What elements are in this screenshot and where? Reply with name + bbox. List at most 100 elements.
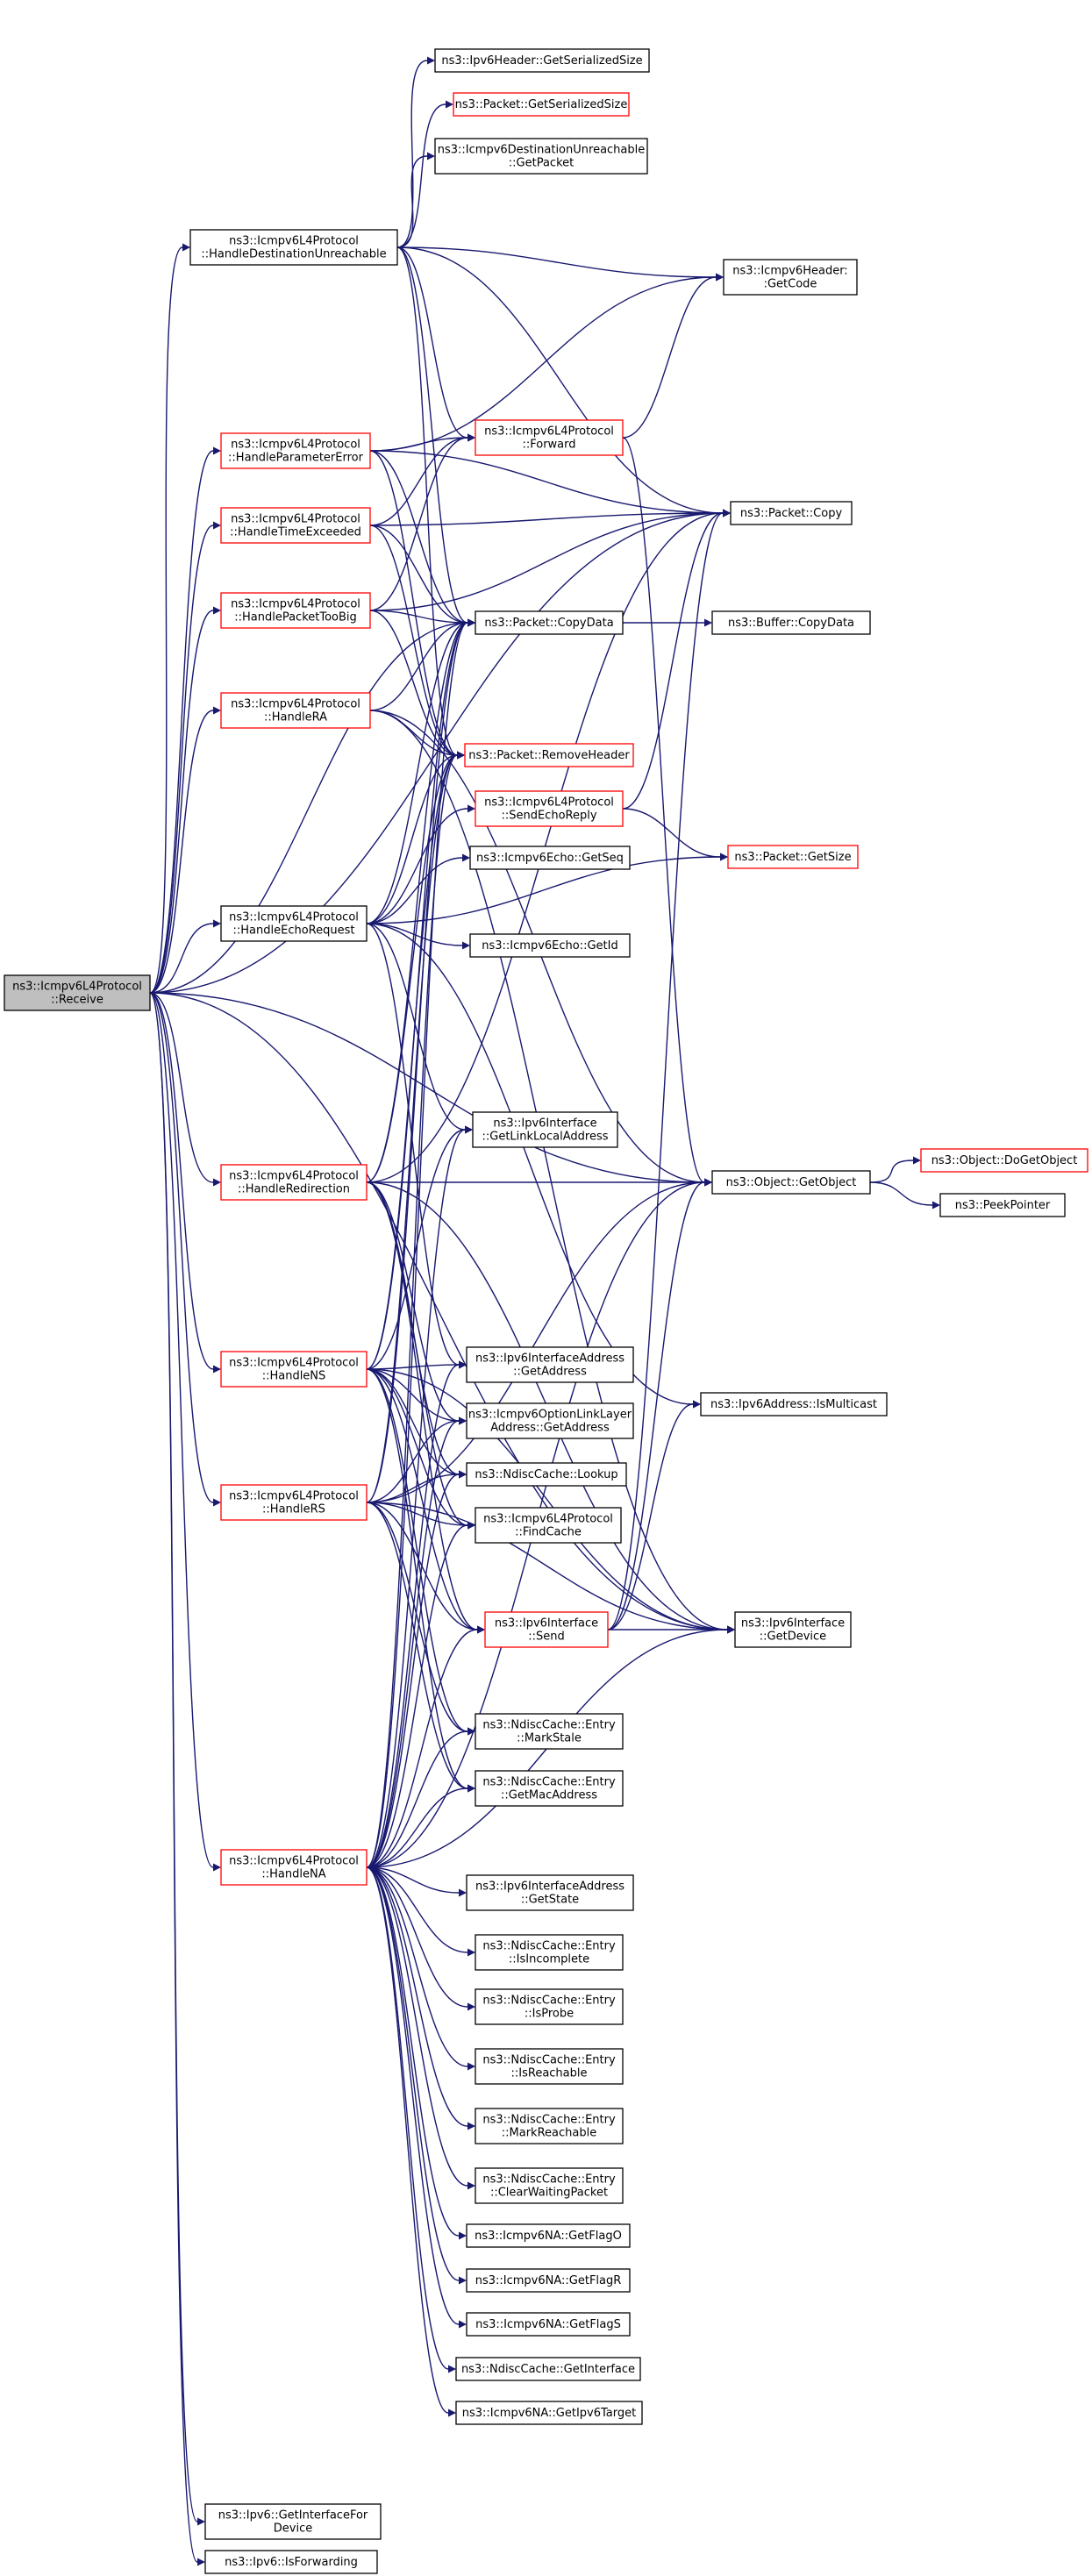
- node-forward[interactable]: ns3::Icmpv6L4Protocol::Forward: [475, 419, 624, 456]
- edge-receive-to-hred: [149, 992, 214, 1183]
- node-label-ifsend-1: ::Send: [528, 1631, 565, 1644]
- node-receive[interactable]: ns3::Icmpv6L4Protocol::Receive: [4, 974, 151, 1011]
- node-label-ipv6hdrsize-0: ns3::Ipv6Header::GetSerializedSize: [441, 54, 642, 68]
- node-isincomplete[interactable]: ns3::NdiscCache::Entry::IsIncomplete: [475, 1934, 624, 1971]
- node-box-hra: [220, 692, 371, 729]
- node-label-hdu-1: ::HandleDestinationUnreachable: [201, 248, 386, 261]
- node-markstale[interactable]: ns3::NdiscCache::Entry::MarkStale: [475, 1713, 624, 1750]
- arrowhead-receive-to-hns: [213, 1365, 221, 1374]
- node-echoseq[interactable]: ns3::Icmpv6Echo::GetSeq: [469, 846, 631, 870]
- node-pktsersize[interactable]: ns3::Packet::GetSerializedSize: [453, 92, 630, 117]
- node-clearwaiting[interactable]: ns3::NdiscCache::Entry::ClearWaitingPack…: [475, 2167, 624, 2204]
- node-copydata[interactable]: ns3::Packet::CopyData: [475, 610, 624, 635]
- edge-hred-to-copydata: [366, 622, 468, 1183]
- arrowhead-forward-to-getcode: [716, 273, 724, 282]
- edge-hdu-to-dugetpkt: [396, 155, 428, 248]
- node-hred[interactable]: ns3::Icmpv6L4Protocol::HandleRedirection: [220, 1164, 368, 1201]
- node-ipv6hdrsize[interactable]: ns3::Ipv6Header::GetSerializedSize: [434, 48, 650, 73]
- edge-hna-to-optlladdr: [366, 1420, 460, 1868]
- edge-hna-to-ndlookup: [366, 1474, 460, 1868]
- node-hdu[interactable]: ns3::Icmpv6L4Protocol::HandleDestination…: [189, 229, 398, 266]
- node-bufcopy[interactable]: ns3::Buffer::CopyData: [711, 610, 871, 635]
- node-isMulticast[interactable]: ns3::Ipv6Address::IsMulticast: [700, 1392, 888, 1416]
- edge-hrs-to-ndlookup: [366, 1474, 460, 1503]
- node-her[interactable]: ns3::Icmpv6L4Protocol::HandleEchoRequest: [220, 905, 368, 942]
- arrowhead-her-to-echoseq: [462, 853, 470, 862]
- node-dugetpkt[interactable]: ns3::Icmpv6DestinationUnreachable::GetPa…: [434, 138, 648, 175]
- node-markreachable[interactable]: ns3::NdiscCache::Entry::MarkReachable: [475, 2108, 624, 2144]
- arrowhead-hptb-to-forward: [467, 433, 475, 442]
- edge-hns-to-ifaddr: [366, 1364, 460, 1370]
- node-natarget[interactable]: ns3::Icmpv6NA::GetIpv6Target: [455, 2401, 643, 2425]
- node-box-markreachable: [475, 2108, 624, 2144]
- edge-hna-to-markreachable: [366, 1866, 468, 2127]
- arrowhead-getobject-to-dogetobj: [913, 1156, 921, 1165]
- node-removehdr[interactable]: ns3::Packet::RemoveHeader: [464, 743, 634, 767]
- node-getlla[interactable]: ns3::Ipv6Interface::GetLinkLocalAddress: [472, 1111, 618, 1148]
- node-pktsize[interactable]: ns3::Packet::GetSize: [727, 845, 859, 869]
- node-pktcopy[interactable]: ns3::Packet::Copy: [730, 501, 853, 525]
- node-ifaddr[interactable]: ns3::Ipv6InterfaceAddress::GetAddress: [466, 1346, 634, 1383]
- node-label-her-0: ns3::Icmpv6L4Protocol: [229, 911, 359, 924]
- edge-hptb-to-pktcopy: [369, 512, 724, 611]
- node-flags[interactable]: ns3::Icmpv6NA::GetFlagS: [466, 2312, 631, 2337]
- node-box-hna: [220, 1849, 368, 1886]
- node-label-sendecho-1: ::SendEchoReply: [501, 810, 596, 823]
- node-hra[interactable]: ns3::Icmpv6L4Protocol::HandleRA: [220, 692, 371, 729]
- node-ifsend[interactable]: ns3::Ipv6Interface::Send: [484, 1611, 609, 1648]
- node-hptb[interactable]: ns3::Icmpv6L4Protocol::HandlePacketTooBi…: [220, 592, 371, 629]
- node-ifgetdev[interactable]: ns3::Ipv6Interface::GetDevice: [734, 1611, 852, 1648]
- node-flago[interactable]: ns3::Icmpv6NA::GetFlagO: [466, 2223, 631, 2248]
- node-label-isincomplete-0: ns3::NdiscCache::Entry: [482, 1940, 616, 1953]
- node-label-copydata-0: ns3::Packet::CopyData: [484, 617, 613, 630]
- edge-hna-to-isprobe: [366, 1866, 468, 2008]
- node-flagr[interactable]: ns3::Icmpv6NA::GetFlagR: [466, 2268, 631, 2293]
- node-label-getiffordev-1: Device: [274, 2522, 312, 2536]
- node-sendecho[interactable]: ns3::Icmpv6L4Protocol::SendEchoReply: [475, 790, 624, 827]
- edge-hrs-to-ifgetdev: [366, 1502, 728, 1631]
- node-hna[interactable]: ns3::Icmpv6L4Protocol::HandleNA: [220, 1849, 368, 1886]
- node-label-echoid-0: ns3::Icmpv6Echo::GetId: [482, 939, 617, 953]
- node-hns[interactable]: ns3::Icmpv6L4Protocol::HandleNS: [220, 1351, 368, 1388]
- node-findcache[interactable]: ns3::Icmpv6L4Protocol::FindCache: [475, 1507, 622, 1544]
- node-label-natarget-0: ns3::Icmpv6NA::GetIpv6Target: [462, 2407, 637, 2420]
- node-box-ipv6hdrsize: [434, 48, 650, 73]
- arrowhead-hna-to-isreachable: [467, 2062, 475, 2071]
- node-label-clearwaiting-0: ns3::NdiscCache::Entry: [482, 2173, 616, 2187]
- edge-her-to-sendecho: [366, 808, 468, 924]
- node-hte[interactable]: ns3::Icmpv6L4Protocol::HandleTimeExceede…: [220, 507, 371, 544]
- node-box-findcache: [475, 1507, 622, 1544]
- node-label-forward-0: ns3::Icmpv6L4Protocol: [484, 425, 614, 439]
- edge-hdu-to-forward: [396, 246, 468, 439]
- node-ndgetif[interactable]: ns3::NdiscCache::GetInterface: [455, 2357, 641, 2381]
- node-ifaddrstate[interactable]: ns3::Ipv6InterfaceAddress::GetState: [466, 1874, 634, 1911]
- node-hrs[interactable]: ns3::Icmpv6L4Protocol::HandleRS: [220, 1484, 368, 1521]
- node-label-hns-1: ::HandleNS: [262, 1370, 326, 1383]
- edge-hpe-to-removehdr: [369, 450, 458, 756]
- node-isprobe[interactable]: ns3::NdiscCache::Entry::IsProbe: [475, 1988, 624, 2025]
- edge-receive-to-hptb: [149, 610, 214, 994]
- node-isreachable[interactable]: ns3::NdiscCache::Entry::IsReachable: [475, 2048, 624, 2085]
- node-box-ifsend: [484, 1611, 609, 1648]
- node-label-dugetpkt-1: ::GetPacket: [509, 157, 574, 170]
- node-label-hred-0: ns3::Icmpv6L4Protocol: [229, 1170, 359, 1183]
- arrowhead-sendecho-to-pktsize: [720, 853, 728, 861]
- node-getmac[interactable]: ns3::NdiscCache::Entry::GetMacAddress: [475, 1770, 624, 1807]
- node-dogetobj[interactable]: ns3::Object::DoGetObject: [920, 1148, 1088, 1173]
- node-optlladdr[interactable]: ns3::Icmpv6OptionLinkLayerAddress::GetAd…: [466, 1402, 634, 1439]
- node-getobject[interactable]: ns3::Object::GetObject: [711, 1170, 871, 1195]
- node-label-isprobe-1: ::IsProbe: [525, 2008, 574, 2021]
- node-isfwd[interactable]: ns3::Ipv6::IsForwarding: [204, 2550, 378, 2574]
- edge-ifsend-to-pktcopy: [607, 512, 724, 1631]
- edge-ifsend-to-getobject: [607, 1181, 705, 1631]
- node-getcode[interactable]: ns3::Icmpv6Header::GetCode: [723, 259, 858, 296]
- node-hpe[interactable]: ns3::Icmpv6L4Protocol::HandleParameterEr…: [220, 432, 371, 469]
- node-echoid[interactable]: ns3::Icmpv6Echo::GetId: [469, 933, 631, 958]
- node-ndlookup[interactable]: ns3::NdiscCache::Lookup: [466, 1462, 627, 1487]
- arrowhead-hna-to-ndlookup: [459, 1470, 467, 1479]
- node-peekptr[interactable]: ns3::PeekPointer: [939, 1193, 1066, 1217]
- edge-hna-to-flago: [366, 1866, 460, 2237]
- node-label-getmac-0: ns3::NdiscCache::Entry: [482, 1776, 616, 1789]
- node-label-ifaddrstate-0: ns3::Ipv6InterfaceAddress: [475, 1880, 625, 1894]
